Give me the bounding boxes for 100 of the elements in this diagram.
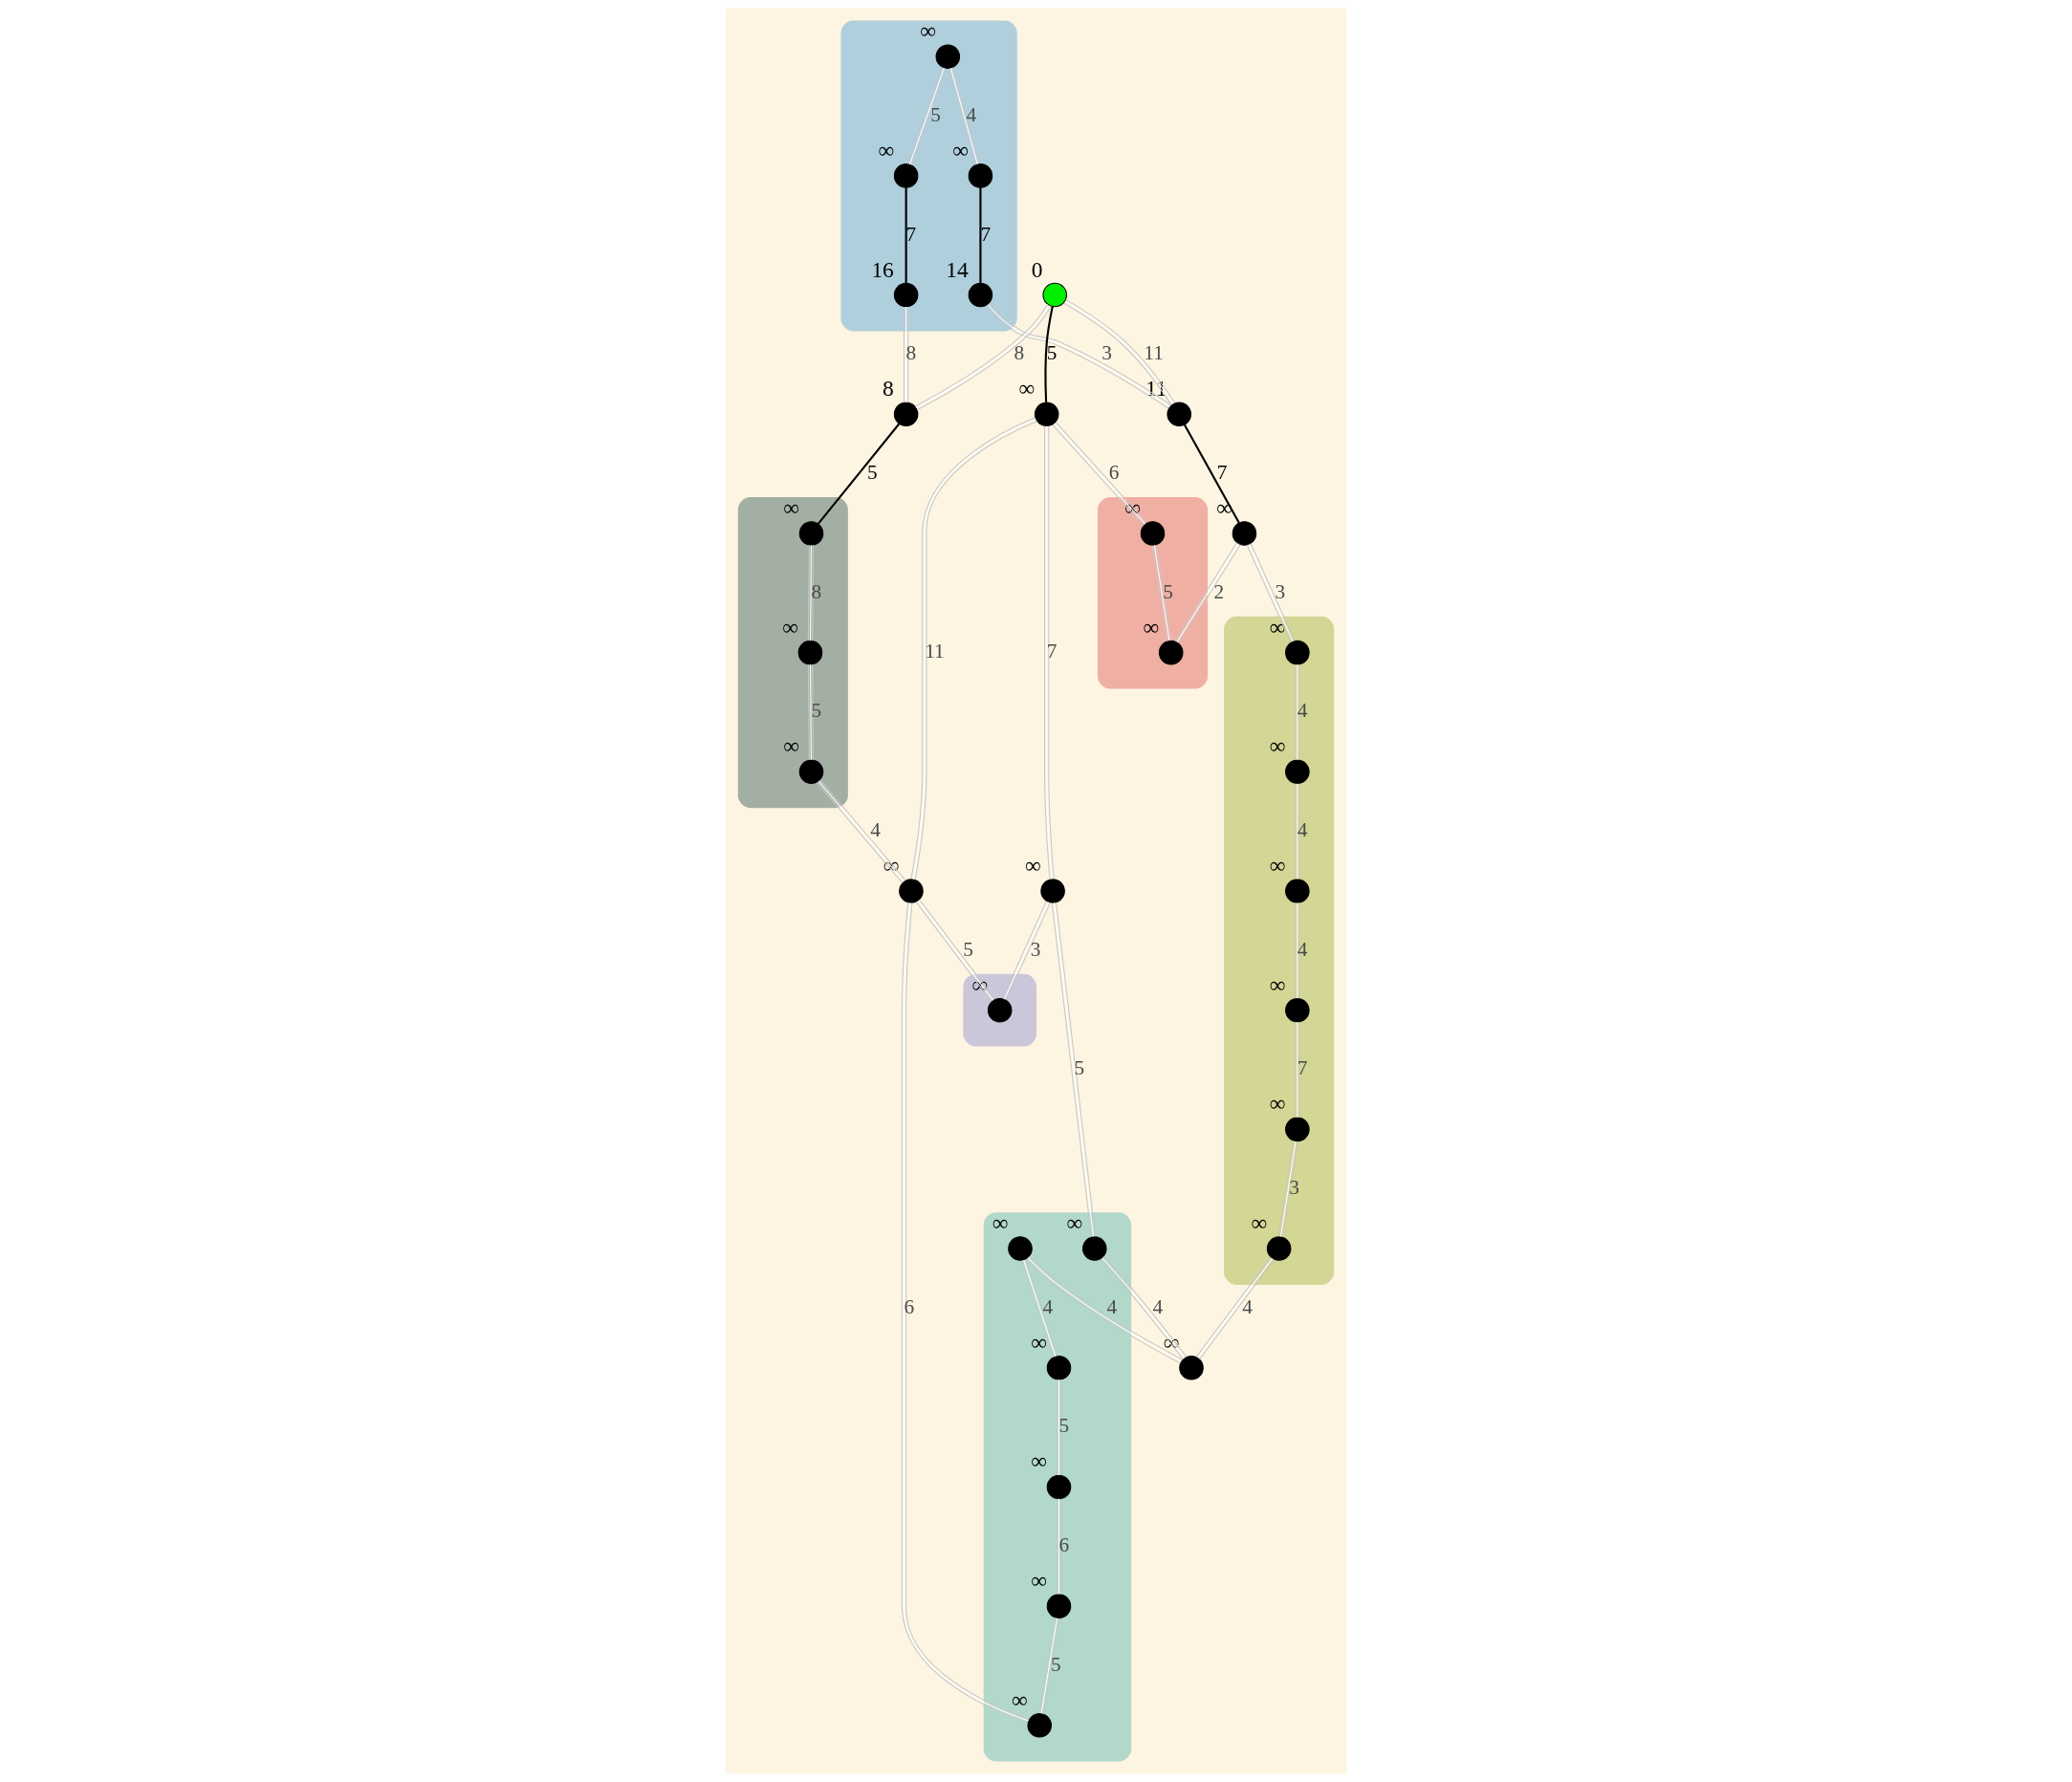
edge-label: 8 [811,579,822,603]
cluster [963,973,1037,1047]
node-label: ∞ [1012,1686,1028,1712]
node-circle [1046,1474,1072,1500]
node-label: ∞ [1269,614,1286,640]
edge-label: 6 [904,1294,915,1318]
edge-label: 3 [1030,937,1041,961]
connector [914,303,1052,411]
connector [985,302,1172,409]
edge-label: 4 [1042,1294,1054,1318]
node-circle [968,282,993,308]
node-circle [968,163,993,188]
node-circle [1046,1594,1072,1619]
edge-label: 6 [1108,460,1120,484]
edge-label: 7 [1216,460,1228,484]
node-circle [798,521,824,546]
edge-label: 5 [1058,1414,1070,1438]
node-circle [899,879,924,903]
connector [1021,1258,1058,1358]
edge-label: 11 [925,639,945,663]
edge-label: 8 [1014,341,1025,365]
edge-label: 5 [1163,579,1173,603]
edge-label: 5 [867,460,878,484]
node-label: ∞ [1251,1209,1268,1235]
edge-label: 3 [1275,579,1286,603]
connector [905,187,907,284]
node-circle [1046,1355,1072,1380]
node-circle [893,402,919,427]
node-label: ∞ [920,18,936,44]
connector [817,423,900,525]
node-label: ∞ [1018,376,1036,402]
connector [1295,1021,1300,1119]
edge-label: 6 [1058,1533,1070,1557]
node-circle [893,163,919,188]
node-circle [1158,640,1184,665]
node-circle [987,997,1013,1023]
node-label: ∞ [1163,1329,1180,1355]
connector [1052,422,1147,527]
node-label: 0 [1031,256,1043,282]
edge-label: 4 [870,817,881,841]
edge-label: 4 [1242,1294,1253,1318]
node-label: ∞ [783,494,800,520]
connector [1056,1379,1062,1476]
connector [1295,663,1300,761]
edge-label: 2 [1213,579,1225,603]
node-circle [893,282,919,308]
connector [1038,1617,1060,1715]
node-circle [1040,879,1065,903]
node-label: ∞ [1024,852,1041,878]
node-circle [1266,1236,1292,1261]
connector [807,544,815,641]
node-circle [1008,1236,1033,1261]
edge-label: 4 [1297,937,1308,961]
cluster [840,20,1017,332]
edge-label: 7 [1297,1056,1308,1080]
edge-label: 11 [1144,341,1164,365]
node-circle [1042,282,1067,308]
connector [1174,541,1241,644]
node-circle [797,640,823,665]
node-label: ∞ [971,971,989,997]
edge-label: 3 [1101,341,1112,365]
node-label: ∞ [1269,733,1286,759]
edge-label: 4 [1106,1294,1118,1318]
node-label: 8 [883,376,894,402]
node-circle [1285,640,1310,665]
connector [1195,1256,1276,1360]
node-label: 11 [1145,376,1167,402]
connector [1025,1255,1183,1364]
node-circle [1027,1713,1053,1738]
edge-label: 5 [1046,341,1058,365]
connector [807,663,815,761]
edge-label: 8 [905,341,917,365]
node-label: 16 [871,256,894,282]
node-label: ∞ [1124,494,1142,520]
connector [1051,902,1097,1238]
cluster [983,1212,1132,1762]
edge-label: 4 [1152,1294,1164,1318]
edge-label: 3 [1289,1176,1299,1200]
node-label: ∞ [883,852,900,878]
connector [1151,544,1172,642]
edge-label: 4 [1297,817,1308,841]
node-circle [1179,1355,1204,1380]
edge-label: 5 [1050,1652,1061,1676]
node-label: ∞ [1269,971,1286,997]
node-label: ∞ [1269,852,1286,878]
connector [1044,425,1055,880]
edge-label: 5 [1074,1056,1085,1080]
connector [901,902,1030,1724]
connector [1295,783,1300,880]
edge-label: 7 [905,222,917,246]
connector [1001,901,1051,1001]
edge-label: 4 [1297,699,1308,723]
node-label: ∞ [1066,1209,1083,1235]
connector [979,187,982,284]
cluster [1224,616,1335,1285]
connector [1277,1140,1298,1238]
node-label: ∞ [1269,1091,1286,1117]
cluster [1097,497,1209,689]
edge-label: 7 [1046,639,1058,663]
connector [816,779,906,884]
